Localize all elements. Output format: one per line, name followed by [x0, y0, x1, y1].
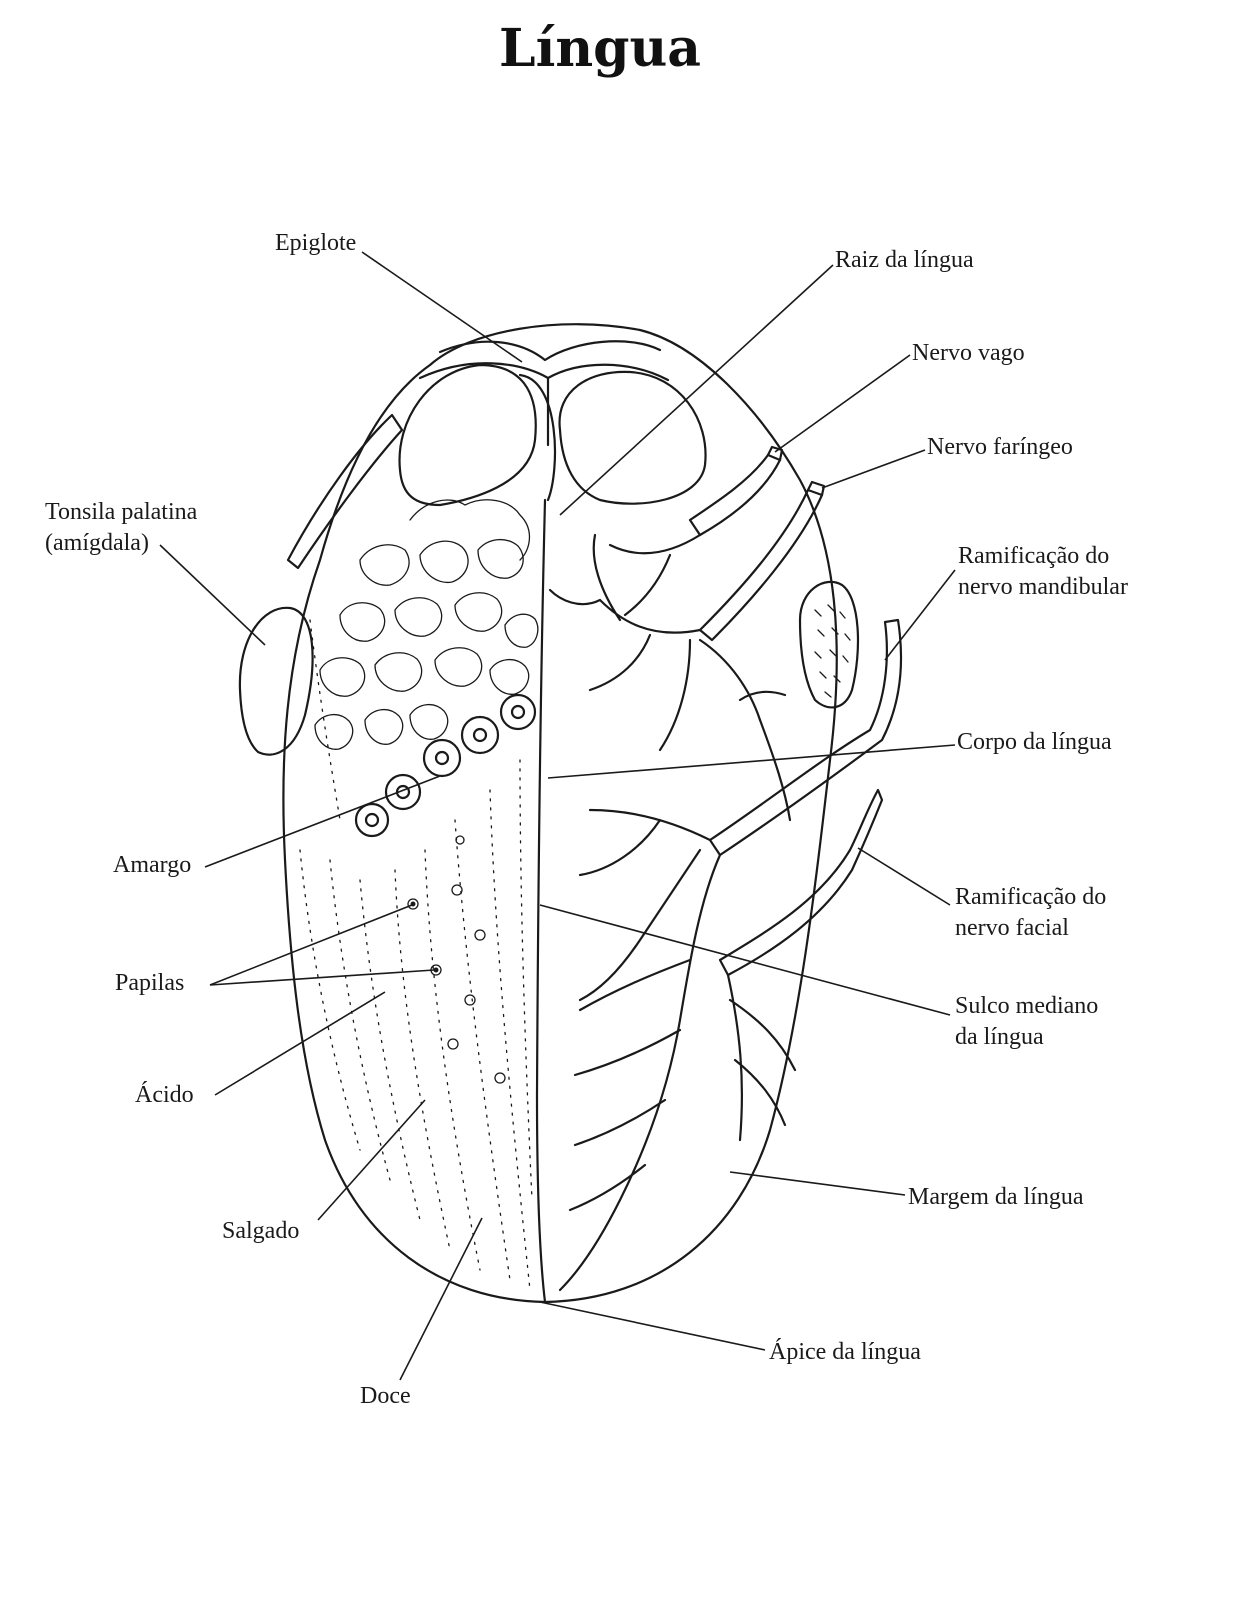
- leader-lines: [159, 251, 956, 1381]
- label-facial-line1: Ramificação do: [955, 884, 1107, 910]
- label-facial-line2: nervo facial: [955, 915, 1069, 941]
- vallecula-right: [558, 370, 707, 505]
- label-salgado: Salgado: [222, 1218, 300, 1244]
- label-sulco-line1: Sulco mediano: [955, 993, 1099, 1019]
- pharyngeal-nerve: [698, 480, 826, 642]
- label-corpo-da-lingua: Corpo da língua: [957, 729, 1112, 755]
- lateral-fold-left: [286, 413, 404, 570]
- label-nervo-faringeo: Nervo faríngeo: [927, 434, 1073, 460]
- tonsil-left: [238, 606, 314, 756]
- page-title: Língua: [499, 18, 701, 79]
- label-sulco-line2: da língua: [955, 1024, 1044, 1050]
- vagus-nerve: [688, 445, 784, 537]
- label-raiz-da-lingua: Raiz da língua: [835, 247, 974, 273]
- facial-nerve-branch: [718, 788, 884, 977]
- label-tonsila-line2: (amígdala): [45, 530, 149, 556]
- tongue-outline: [282, 323, 838, 1304]
- nerve-branches: [548, 533, 797, 1292]
- label-mandibular-line1: Ramificação do: [958, 543, 1110, 569]
- label-ramificacao-facial: Ramificação do nervo facial: [955, 882, 1106, 944]
- mandibular-nerve-branch: [708, 618, 903, 857]
- circumvallate-papillae: [354, 693, 537, 838]
- label-doce: Doce: [360, 1383, 411, 1409]
- fungiform-papillae: [407, 835, 506, 1084]
- label-papilas: Papilas: [115, 970, 185, 996]
- label-mandibular-line2: nervo mandibular: [958, 574, 1128, 600]
- label-epiglote: Epiglote: [275, 230, 357, 256]
- label-sulco-mediano: Sulco mediano da língua: [955, 991, 1098, 1053]
- label-nervo-vago: Nervo vago: [912, 340, 1025, 366]
- label-amargo: Amargo: [113, 852, 192, 878]
- label-margem-da-lingua: Margem da língua: [908, 1184, 1084, 1210]
- label-ramificacao-mandibular: Ramificação do nervo mandibular: [958, 541, 1128, 603]
- stipple-texture: [299, 619, 533, 1291]
- median-sulcus: [535, 498, 547, 1304]
- label-tonsila-palatina: Tonsila palatina (amígdala): [45, 497, 197, 559]
- vallecula-left: [398, 363, 537, 507]
- epiglottis: [438, 340, 662, 362]
- label-acido: Ácido: [135, 1082, 194, 1108]
- tonsil-right: [798, 580, 860, 709]
- label-apice-da-lingua: Ápice da língua: [769, 1339, 921, 1365]
- lingual-tonsil: [314, 499, 539, 750]
- label-tonsila-line1: Tonsila palatina: [45, 499, 198, 525]
